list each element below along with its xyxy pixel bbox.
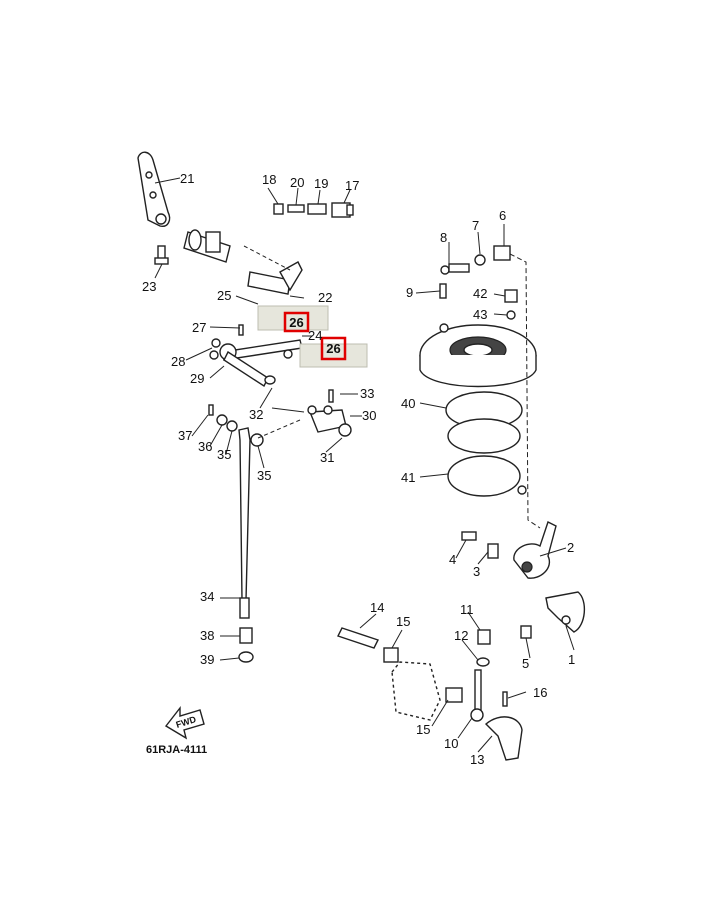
part-label: 22 [318,290,332,305]
part-label: 24 [308,328,322,343]
starter-housing [419,323,537,497]
part-label: 35 [217,447,231,462]
part-label: 31 [320,450,334,465]
part-label: 38 [200,628,214,643]
part-label: 25 [217,288,231,303]
fwd-arrow-icon: FWD [164,705,205,740]
part-label: 39 [200,652,214,667]
part-label: 9 [406,285,413,300]
small-parts-right [439,245,518,320]
part-label: 1 [568,652,575,667]
part-label: 3 [473,564,480,579]
part-label: 29 [190,371,204,386]
part-label: 40 [401,396,415,411]
part-label: 43 [473,307,487,322]
part-label: 30 [362,408,376,423]
part-label: 15 [416,722,430,737]
cable-part [509,253,541,529]
part-label: 19 [314,176,328,191]
part-number-labels: 1 2 3 4 5 6 7 8 9 10 11 12 13 14 15 15 1… [142,171,575,767]
bolt-part [154,245,169,265]
part-label: 14 [370,600,384,615]
leader-lines-right [359,224,575,753]
part-label: 11 [460,602,474,617]
part-label: 13 [470,752,484,767]
part-label: 21 [180,171,194,186]
part-label: 8 [440,230,447,245]
callout-26-upper[interactable]: 26 [257,305,329,333]
part-label: 4 [449,552,456,567]
part-label: 27 [192,320,206,335]
pawl-part [461,521,585,639]
part-label: 34 [200,589,214,604]
part-label: 6 [499,208,506,223]
part-label: 32 [249,407,263,422]
part-label: 41 [401,470,415,485]
leader-lines-left [154,177,362,661]
part-label: 2 [567,540,574,555]
lever-part [137,151,171,227]
diagram-code: 61RJA-4111 [146,744,207,756]
shaft-part [183,229,303,295]
callout-26-upper-label: 26 [289,315,303,330]
callout-26-lower[interactable]: 26 [299,336,368,368]
part-label: 10 [444,736,458,751]
callout-26-lower-label: 26 [326,341,340,356]
part-label: 5 [522,656,529,671]
part-label: 33 [360,386,374,401]
part-label: 16 [533,685,547,700]
spring-part [273,202,354,218]
part-label: 20 [290,175,304,190]
part-label: 28 [171,354,185,369]
part-label: 23 [142,279,156,294]
part-label: 36 [198,439,212,454]
part-label: 15 [396,614,410,629]
part-label: 17 [345,178,359,193]
long-rod-part [208,404,264,663]
part-label: 12 [454,628,468,643]
part-label: 37 [178,428,192,443]
lower-parts [337,627,523,761]
link-rod-part [209,324,303,388]
part-label: 7 [472,218,479,233]
part-label: 18 [262,172,276,187]
fork-part [307,389,352,437]
part-label: 35 [257,468,271,483]
part-label: 42 [473,286,487,301]
